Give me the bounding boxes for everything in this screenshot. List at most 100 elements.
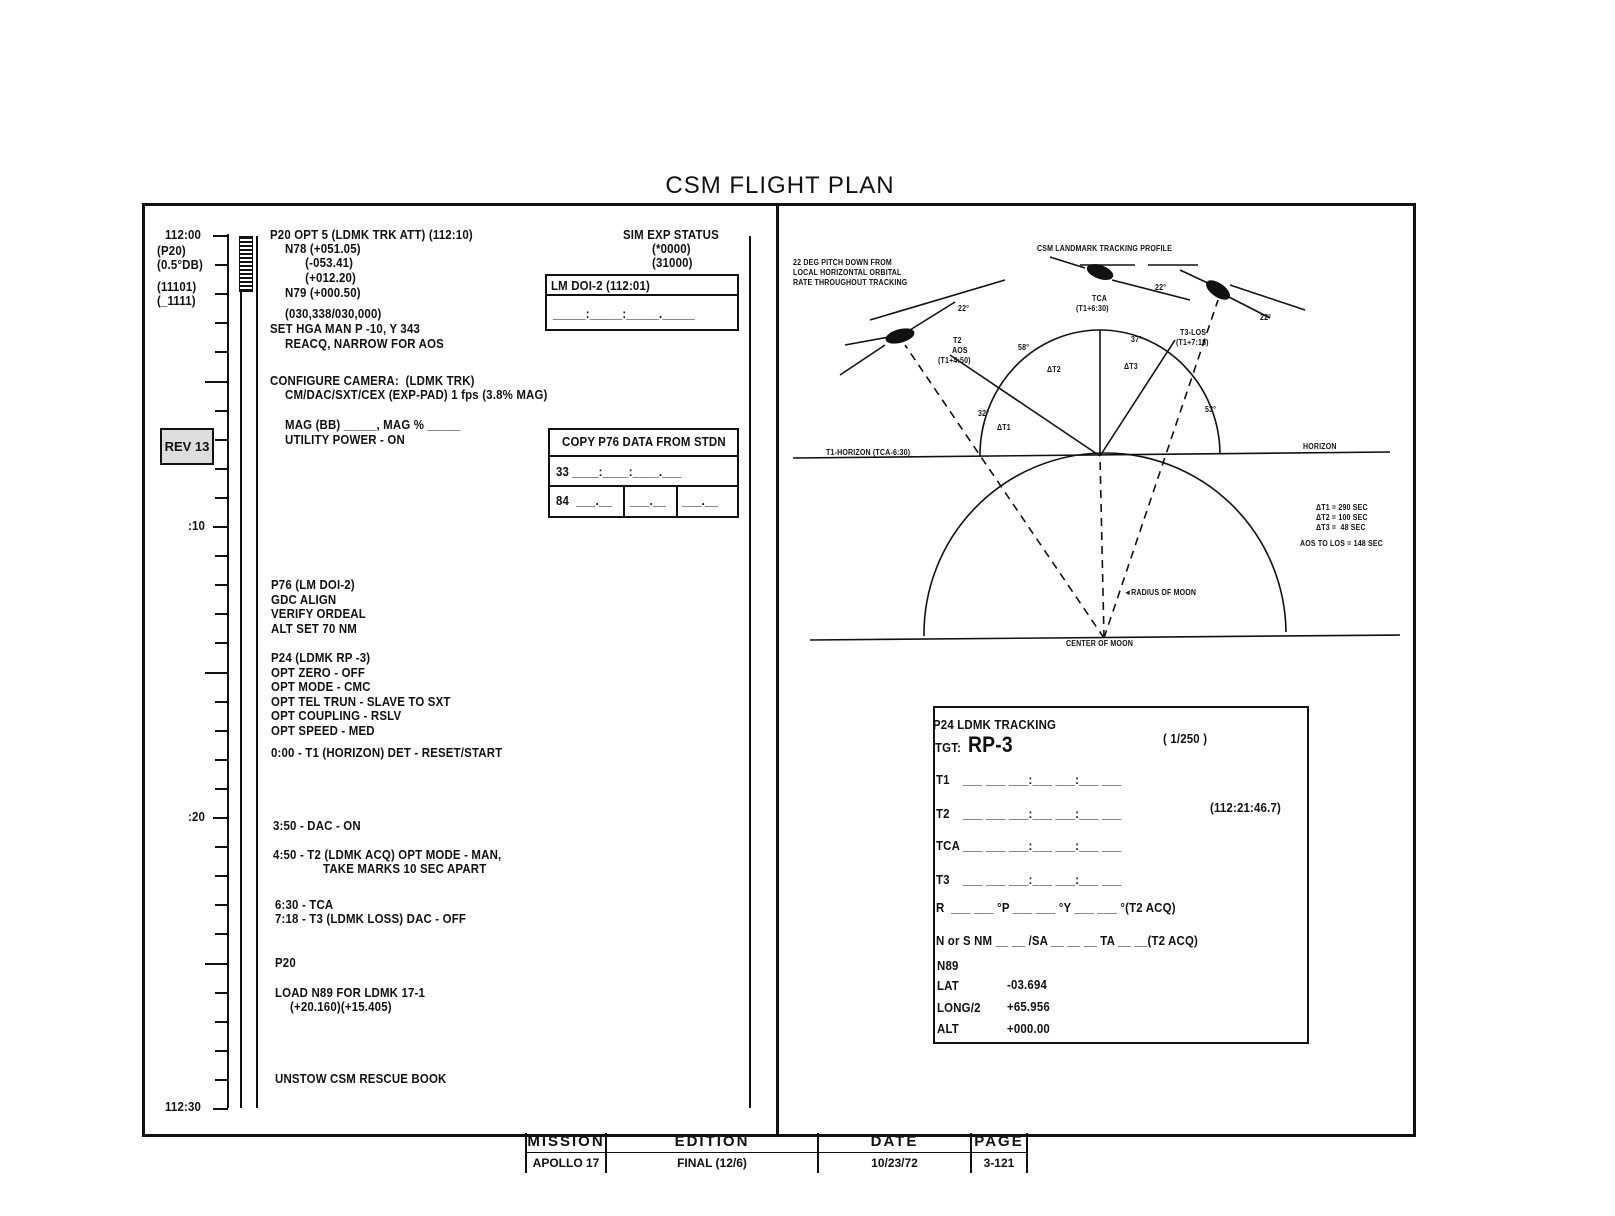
alt-label: ALT	[937, 1021, 959, 1036]
diagram-label: T2	[953, 336, 962, 345]
text-line: 6:30 - TCA	[275, 897, 334, 912]
diagram-label: (T1+6:30)	[1076, 304, 1109, 313]
lat-value: -03.694	[1007, 977, 1048, 992]
timeline-tick	[215, 584, 228, 587]
attitude-fields[interactable]: R ___ ___ °P ___ ___ °Y ___ ___ °(T2 ACQ…	[936, 900, 1176, 915]
p76-field[interactable]: ___.__	[682, 493, 719, 508]
text-line: SET HGA MAN P -10, Y 343	[270, 321, 421, 336]
lm-doi-field[interactable]: _____:_____:_____._____	[553, 306, 696, 321]
text-line: (+20.160)(+15.405)	[290, 999, 392, 1014]
timeline-tick	[215, 904, 228, 907]
p76-field[interactable]: ___.__	[630, 493, 667, 508]
diagram-label: T1-HORIZON (TCA-6:30)	[826, 448, 911, 457]
t1-label: T1	[936, 772, 950, 787]
diagram-label: 32°	[978, 409, 990, 418]
diagram-label: ΔT1 = 290 SEC	[1316, 503, 1368, 512]
timeline-tick	[215, 264, 228, 267]
mission-value: APOLLO 17	[532, 1156, 600, 1170]
horizon-line	[792, 451, 1391, 459]
timeline-tick	[205, 962, 228, 965]
p76-row-84-label: 84	[556, 493, 570, 508]
text-line: 4:50 - T2 (LDMK ACQ) OPT MODE - MAN,	[273, 847, 502, 862]
p24-tracking-box	[933, 706, 1309, 1044]
diagram-label: TCA	[1092, 294, 1108, 303]
diagram-label: ΔT1	[997, 423, 1011, 432]
angle-arc	[979, 329, 1221, 457]
page-title: CSM FLIGHT PLAN	[665, 172, 895, 199]
diagram-label: ΔT3 = 48 SEC	[1316, 523, 1366, 532]
text-line: P20 OPT 5 (LDMK TRK ATT) (112:10)	[270, 227, 473, 242]
timeline-tick	[215, 700, 228, 703]
timeline-tick	[215, 409, 228, 412]
date-header: DATE	[819, 1133, 970, 1153]
rev-badge: REV 13	[160, 428, 214, 465]
diagram-label: 58°	[1018, 343, 1030, 352]
timeline-tick	[213, 1108, 228, 1110]
diagram-label: CENTER OF MOON	[1066, 639, 1134, 648]
text-line: OPT TEL TRUN - SLAVE TO SXT	[271, 694, 451, 709]
csm-spacecraft-icon	[839, 279, 1006, 376]
target-value: RP-3	[968, 732, 1013, 757]
time-label: :20	[188, 809, 206, 824]
text-line: P24 (LDMK RP -3)	[271, 650, 371, 665]
alt-value: +000.00	[1007, 1021, 1050, 1036]
diagram-label: (T1+4:50)	[938, 356, 971, 365]
page-header: PAGE	[972, 1133, 1026, 1153]
nm-fields[interactable]: N or S NM __ __ /SA __ __ __ TA __ __(T2…	[936, 933, 1199, 948]
diagram-label: HORIZON	[1303, 442, 1337, 451]
edition-value: FINAL (12/6)	[677, 1156, 747, 1170]
text-line: ALT SET 70 NM	[271, 621, 357, 636]
diagram-label: 22°	[958, 304, 970, 313]
t2-field[interactable]: ___ ___ ___:___ ___:___ ___	[963, 806, 1122, 821]
long-value: +65.956	[1007, 999, 1050, 1014]
t2-label: T2	[936, 806, 950, 821]
t1-field[interactable]: ___ ___ ___:___ ___:___ ___	[963, 772, 1122, 787]
diagram-label: ΔT3	[1124, 362, 1138, 371]
diagram-label: ΔT2 = 100 SEC	[1316, 513, 1368, 522]
diagram-label: AOS	[952, 346, 968, 355]
timeline-tick	[215, 322, 228, 325]
timeline-tick	[215, 991, 228, 994]
timeline-tick	[215, 555, 228, 558]
timeline-tick	[215, 758, 228, 761]
tca-label: TCA	[936, 838, 961, 853]
timeline-tick	[215, 496, 228, 499]
side-note: (_1111)	[157, 293, 196, 308]
timeline-tick	[205, 671, 228, 674]
csm-spacecraft-icon	[1049, 256, 1198, 301]
text-line: MAG (BB) _____, MAG % _____	[285, 417, 461, 432]
diagram-label: T3-LOS	[1180, 328, 1207, 337]
timeline-tick	[215, 351, 228, 354]
t3-field[interactable]: ___ ___ ___:___ ___:___ ___	[963, 872, 1122, 887]
timeline-tick	[213, 817, 228, 819]
text-line: REACQ, NARROW FOR AOS	[285, 336, 444, 351]
text-line: (+012.20)	[285, 270, 357, 285]
diagram-label: 22 DEG PITCH DOWN FROM	[793, 258, 892, 267]
diagram-label: CSM LANDMARK TRACKING PROFILE	[1037, 244, 1172, 253]
text-line: VERIFY ORDEAL	[271, 606, 366, 621]
text-line: OPT MODE - CMC	[271, 679, 371, 694]
p76-field[interactable]: ___.__	[576, 493, 613, 508]
timeline-tick	[215, 642, 228, 645]
diagram-label: 22°	[1260, 313, 1272, 322]
diagram-label: 53°	[1205, 405, 1217, 414]
p76-row-33[interactable]: 33 ____:____:____.___	[556, 464, 682, 479]
text-line: UNSTOW CSM RESCUE BOOK	[275, 1071, 447, 1086]
tca-field[interactable]: ___ ___ ___:___ ___:___ ___	[963, 838, 1122, 853]
timeline-tick	[215, 846, 228, 849]
text-line: OPT COUPLING - RSLV	[271, 708, 402, 723]
timeline-tick	[215, 293, 228, 296]
time-label: :10	[188, 518, 206, 533]
diagram-label: ◄RADIUS OF MOON	[1124, 588, 1197, 597]
diagram-label: (T1+7:18)	[1176, 338, 1209, 347]
exposure-value: ( 1/250 )	[1163, 731, 1208, 746]
page-number: 3-121	[983, 1156, 1015, 1170]
timeline-tick	[213, 526, 228, 528]
text-line: GDC ALIGN	[271, 592, 337, 607]
timeline-tick	[215, 1020, 228, 1023]
text-line: P76 (LM DOI-2)	[271, 577, 355, 592]
sim-exp-title: SIM EXP STATUS	[623, 227, 719, 242]
